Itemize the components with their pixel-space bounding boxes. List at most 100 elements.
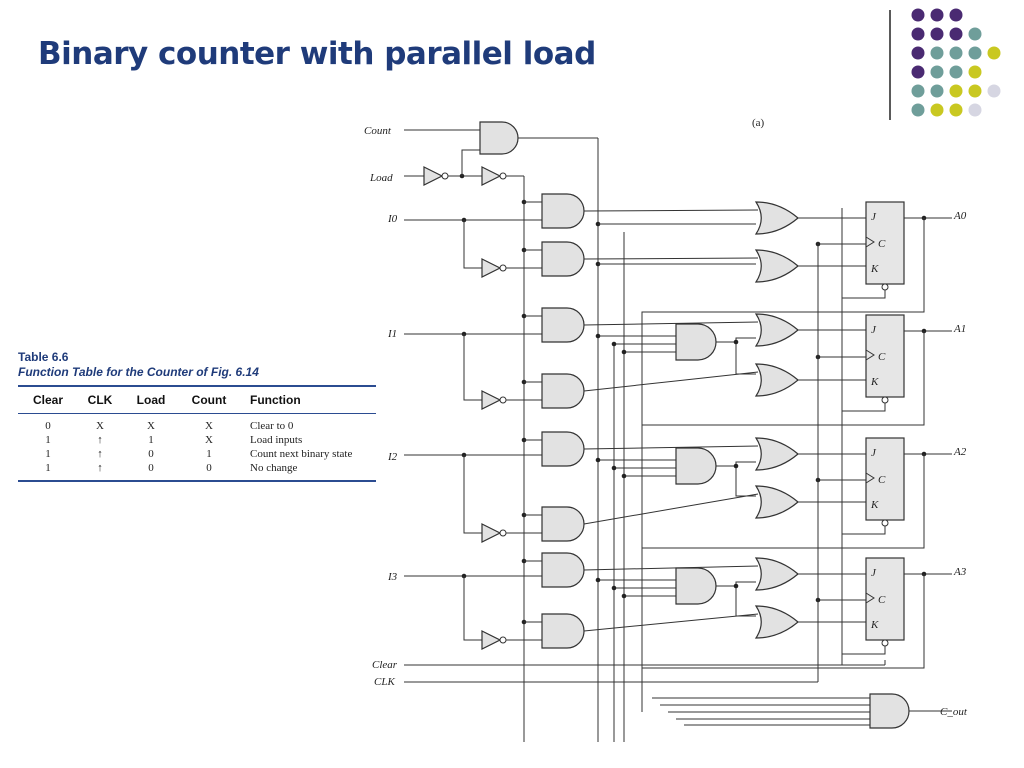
- junction-dot: [461, 217, 467, 223]
- cout-label: C_out: [940, 706, 968, 718]
- inverter-bubble: [441, 172, 449, 180]
- wire: [641, 454, 925, 712]
- decor-dot: [949, 65, 963, 79]
- decor-dot: [968, 65, 982, 79]
- or-gate: [754, 557, 799, 591]
- i3-label: I3: [387, 571, 398, 583]
- i0-label: I0: [387, 213, 398, 225]
- junction-dot: [621, 349, 627, 355]
- wire: [735, 342, 756, 375]
- or-gate: [754, 437, 799, 471]
- decor-dot: [930, 103, 944, 117]
- inverter-gate: [481, 166, 502, 186]
- decor-dot: [911, 46, 925, 60]
- col-header-clear: Clear: [32, 393, 64, 407]
- clear-bubble: [881, 519, 889, 527]
- ff-j-label: J: [871, 324, 877, 336]
- decor-dot: [911, 103, 925, 117]
- i2-label: I2: [387, 451, 398, 463]
- and-gate: [541, 241, 585, 277]
- cell: Load inputs: [250, 434, 303, 446]
- table-top-rule: [18, 385, 376, 387]
- decor-dot: [949, 8, 963, 22]
- and-gate: [479, 121, 519, 155]
- table-subtitle: Function Table for the Counter of Fig. 6…: [18, 365, 259, 379]
- or-gate: [754, 363, 799, 397]
- and-gate: [541, 193, 585, 229]
- cell: ↑: [97, 462, 103, 474]
- or-gate: [754, 313, 799, 347]
- wire: [641, 574, 925, 712]
- wire: [583, 209, 759, 212]
- ff-j-label: J: [871, 567, 877, 579]
- col-header-clk: CLK: [87, 393, 113, 407]
- cell: 0: [148, 448, 154, 460]
- panel-label: (a): [752, 117, 765, 129]
- cell: 1: [148, 434, 154, 446]
- inverter-gate: [481, 630, 502, 650]
- a0-label: A0: [953, 210, 967, 222]
- or-gate: [754, 249, 799, 283]
- and-gate: [541, 373, 585, 409]
- decor-dot: [930, 84, 944, 98]
- cell: X: [205, 420, 213, 432]
- decor-dot: [968, 84, 982, 98]
- cell: X: [205, 434, 213, 446]
- inverter-gate: [481, 258, 502, 278]
- clear-label: Clear: [372, 659, 398, 671]
- junction-dot: [595, 577, 601, 583]
- junction-dot: [921, 215, 927, 221]
- clear-bubble: [881, 283, 889, 291]
- ff-k-label: K: [870, 263, 879, 275]
- and-gate: [541, 552, 585, 588]
- cell: 1: [45, 434, 51, 446]
- wire: [461, 149, 480, 176]
- wire: [865, 472, 875, 484]
- cell: No change: [250, 462, 298, 474]
- wire: [583, 445, 759, 450]
- slide-title: Binary counter with parallel load: [38, 36, 596, 72]
- cell: 1: [206, 448, 212, 460]
- decor-dot: [968, 27, 982, 41]
- wire: [583, 493, 759, 525]
- ff-c-label: C: [878, 351, 886, 363]
- wire: [735, 581, 756, 586]
- decor-dot: [930, 27, 944, 41]
- junction-dot: [611, 341, 617, 347]
- ff-c-label: C: [878, 594, 886, 606]
- wire: [842, 646, 886, 655]
- table-header-row: Clear CLK Load Count Function: [18, 387, 376, 413]
- wire: [865, 592, 875, 604]
- decor-dot: [911, 27, 925, 41]
- wire: [735, 586, 756, 617]
- wire: [842, 526, 886, 535]
- cell: 1: [45, 448, 51, 460]
- clear-bubble: [881, 396, 889, 404]
- cell: 0: [148, 462, 154, 474]
- wire: [463, 220, 482, 269]
- wire: [842, 290, 886, 299]
- wire: [463, 455, 482, 534]
- clk-label: CLK: [374, 676, 395, 688]
- and-gate: [869, 693, 910, 729]
- junction-dot: [733, 463, 739, 469]
- decor-dot: [930, 65, 944, 79]
- wire: [583, 565, 759, 571]
- wire: [583, 371, 759, 392]
- inverter-bubble: [499, 264, 507, 272]
- table-row: 1 ↑ 0 1 Count next binary state: [18, 447, 376, 461]
- decor-dot: [911, 65, 925, 79]
- decor-dot: [968, 46, 982, 60]
- inverter-gate: [481, 390, 502, 410]
- ff-c-label: C: [878, 238, 886, 250]
- decor-dot: [911, 8, 925, 22]
- junction-dot: [621, 593, 627, 599]
- col-header-load: Load: [136, 393, 166, 407]
- ff-k-label: K: [870, 619, 879, 631]
- inverter-gate: [423, 166, 444, 186]
- a3-label: A3: [953, 566, 967, 578]
- junction-dot: [611, 465, 617, 471]
- wire: [865, 236, 875, 248]
- and-gate: [541, 307, 585, 343]
- junction-dot: [621, 473, 627, 479]
